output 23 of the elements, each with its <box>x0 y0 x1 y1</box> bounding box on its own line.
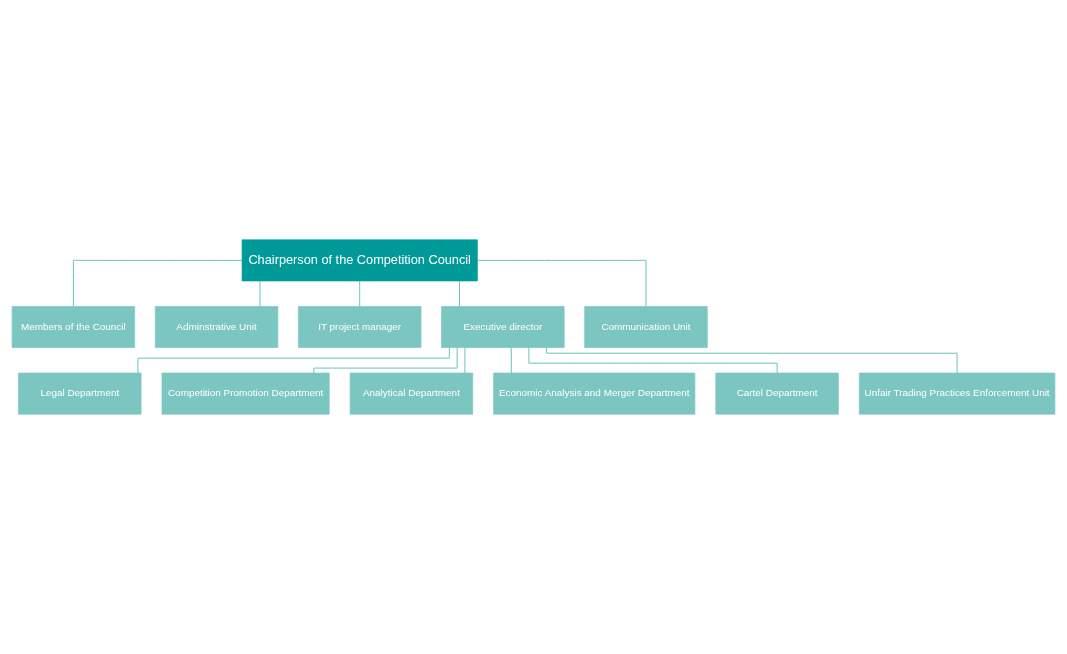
node-box: Adminstrative Unit <box>154 306 279 348</box>
connector <box>459 280 460 307</box>
connector <box>546 347 958 374</box>
node-box: Members of the Council <box>11 306 136 348</box>
connector <box>259 280 261 307</box>
node-box: Executive director <box>441 306 565 348</box>
connector <box>72 259 243 307</box>
node-box: Unfair Trading Practices Enforcement Unit <box>858 372 1056 415</box>
connector <box>510 347 512 374</box>
connector <box>464 347 466 374</box>
connector <box>528 347 778 374</box>
connector <box>476 259 647 307</box>
connector <box>137 347 450 374</box>
node-box: Economic Analysis and Merger Department <box>493 372 696 415</box>
connector <box>313 347 458 374</box>
node-box: Communication Unit <box>584 306 708 348</box>
node-box: Analytical Department <box>349 372 474 415</box>
node-box: IT project manager <box>298 306 422 348</box>
node-box: Cartel Department <box>715 372 839 415</box>
node-box: Competition Promotion Department <box>161 372 330 415</box>
node-box: Chairperson of the Competition Council <box>241 239 478 282</box>
connector <box>359 280 361 307</box>
node-box: Legal Department <box>18 372 142 415</box>
